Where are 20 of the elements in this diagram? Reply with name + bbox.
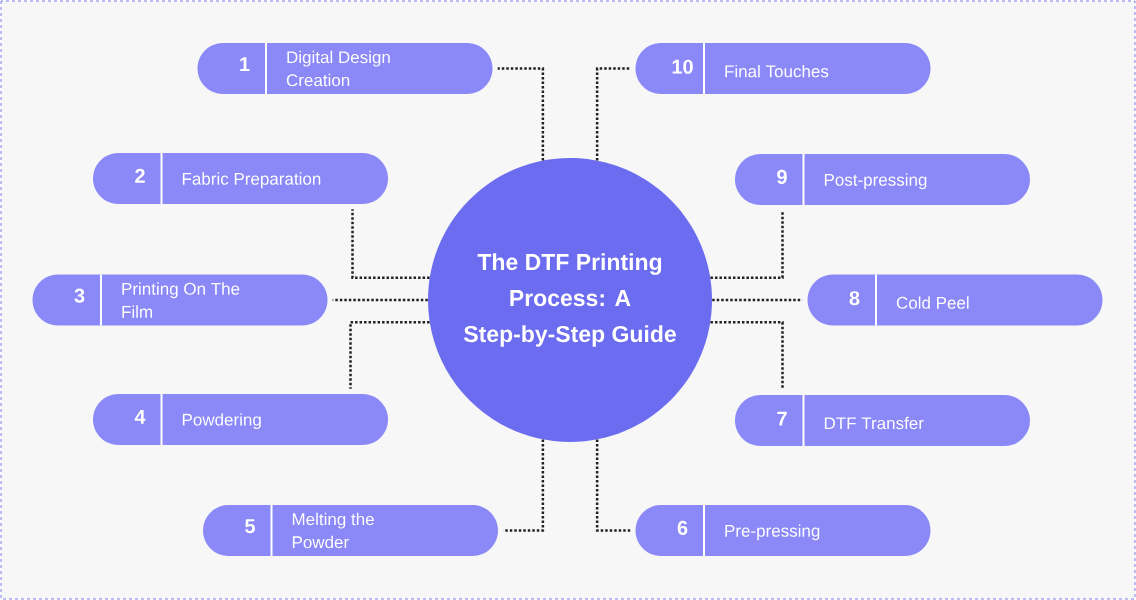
connector-line: [595, 439, 631, 532]
step-pill: 2 Fabric Preparation: [93, 152, 388, 205]
connector-line: [497, 67, 545, 161]
connector-line: [712, 298, 803, 302]
connector-line: [503, 439, 545, 532]
step-pill: 10 Final Touches: [635, 42, 931, 95]
connector-line: [349, 321, 430, 389]
step-pill: 3 Printing On The Film: [32, 273, 328, 327]
connector-line: [332, 298, 428, 302]
connector-line: [710, 210, 784, 279]
step-pill: 6 Pre-pressing: [635, 504, 931, 557]
connector-line: [351, 209, 430, 279]
step-pill: 5 Melting the Powder: [203, 504, 498, 557]
step-pill: 4 Powdering: [93, 393, 388, 446]
connector-line: [710, 321, 784, 390]
step-pill: 8 Cold Peel: [807, 273, 1103, 327]
step-pill: 9 Post-pressing: [735, 153, 1030, 206]
connector-line: [595, 67, 631, 161]
step-pill: 7 DTF Transfer: [735, 394, 1030, 447]
step-pill: 1 Digital Design Creation: [197, 42, 493, 95]
